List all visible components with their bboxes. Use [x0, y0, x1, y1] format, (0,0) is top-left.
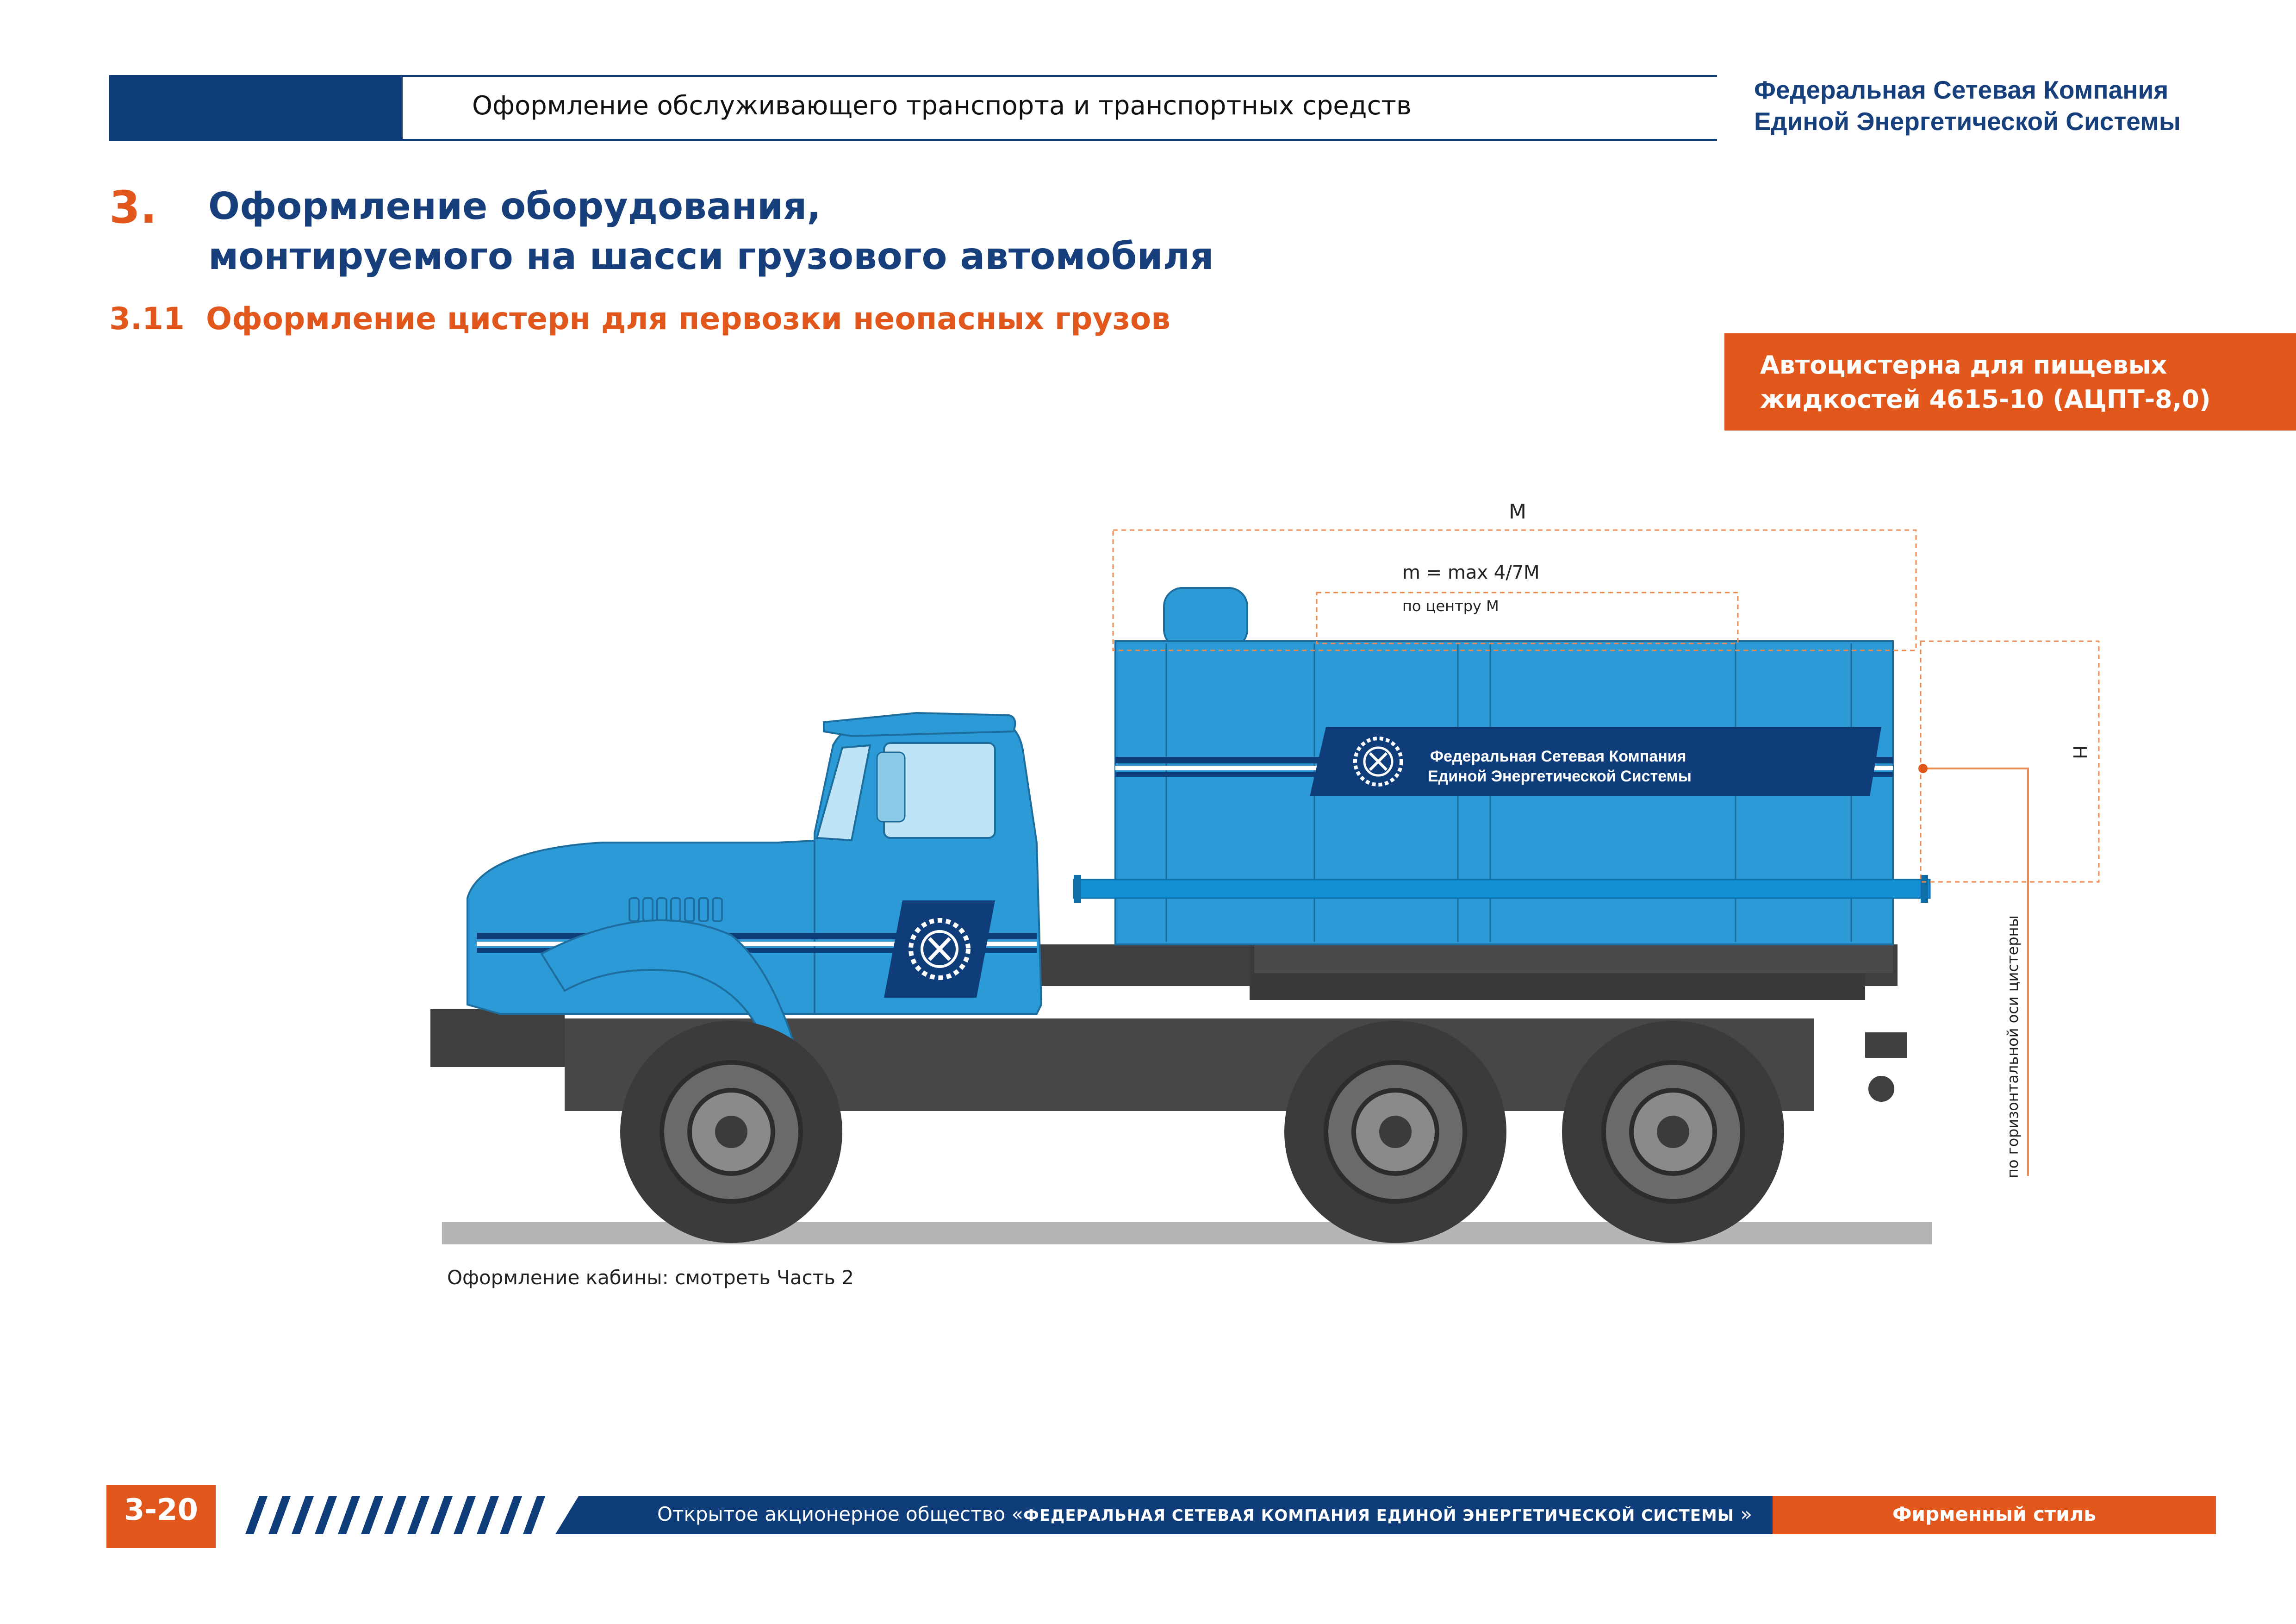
pipe-flange-right: [1921, 875, 1928, 903]
vehicle-tag-box: [1724, 333, 2296, 431]
dim-label-h: H: [2069, 745, 2090, 759]
tank-logo-text-1: Федеральная Сетевая Компания: [1430, 748, 1686, 765]
tank-platform: [1254, 944, 1893, 973]
vehicle-tag-line-2: жидкостей 4615-10 (АЦПТ-8,0): [1760, 385, 2211, 414]
pipe-flange-left: [1074, 875, 1081, 903]
subsection-number: 3.11: [109, 301, 185, 337]
brand-name: Федеральная Сетевая Компания Единой Энер…: [1754, 74, 2181, 137]
cab-stripe-navy-2: [477, 948, 1037, 953]
footer-company-name: ФЕДЕРАЛЬНАЯ СЕТЕВАЯ КОМПАНИЯ ЕДИНОЙ ЭНЕР…: [1023, 1506, 1734, 1525]
footer-style-label: Фирменный стиль: [1892, 1503, 2096, 1525]
header-section-title: Оформление обслуживающего транспорта и т…: [472, 91, 1412, 121]
cab-roof-visor: [823, 712, 1016, 737]
header-blue-block: [109, 75, 403, 141]
cab-logo: [884, 900, 995, 998]
page-number-box: [106, 1485, 216, 1548]
hood-grille-5: [684, 897, 695, 922]
cab-window-front: [815, 744, 871, 842]
tank-logo-text-2: Единой Энергетической Системы: [1428, 768, 1692, 785]
tank-side-pipe: [1073, 879, 1931, 899]
footer-hatch-stripes: [245, 1496, 545, 1534]
tow-hook: [1865, 1072, 1898, 1106]
vehicle-tag-text: Автоцистерна для пищевых жидкостей 4615-…: [1760, 348, 2211, 417]
footer-company-prefix: Открытое акционерное общество «: [657, 1503, 1024, 1525]
header-rule-top: [403, 75, 1717, 77]
front-bumper: [430, 1009, 565, 1067]
dim-box-h: [1920, 640, 2100, 883]
brand-line-2: Единой Энергетической Системы: [1754, 107, 2181, 136]
section-title-line-1: Оформление оборудования,: [208, 185, 821, 228]
header-rule-bottom: [109, 139, 1717, 141]
dim-box-m-centered: [1316, 592, 1739, 644]
footer-company-text: Открытое акционерное общество «ФЕДЕРАЛЬН…: [657, 1503, 1752, 1525]
section-title: Оформление оборудования, монтируемого на…: [208, 181, 1214, 281]
truck-drawing: Федеральная Сетевая Компания Единой Энер…: [430, 500, 2100, 1244]
dim-label-m-note: по центру M: [1402, 597, 1499, 615]
cab-mirror: [876, 751, 906, 823]
hood-grille-1: [628, 897, 640, 922]
footer-style-bar: [1773, 1496, 2216, 1534]
tank-logo-mark: [1353, 737, 1403, 787]
vehicle-tag-line-1: Автоцистерна для пищевых: [1760, 350, 2167, 380]
rear-wheel-2: [1562, 1021, 1784, 1243]
section-title-line-2: монтируемого на шасси грузового автомоби…: [208, 235, 1214, 278]
tank-logo-plate: [1310, 727, 1881, 796]
rear-wheel-1: [1284, 1021, 1506, 1243]
rear-lamp-bar: [1865, 1032, 1907, 1058]
section-number: 3.: [109, 181, 157, 233]
footer-company-suffix: »: [1734, 1503, 1753, 1525]
page-number: 3-20: [124, 1493, 199, 1527]
dim-label-axis-note: по горизонтальной оси цистерны: [2004, 915, 2022, 1178]
dim-label-m-formula: m = max 4/7M: [1402, 562, 1540, 583]
cabin-note: Оформление кабины: смотреть Часть 2: [447, 1266, 854, 1289]
cab-stripe-white: [477, 942, 1037, 946]
axis-leader-dot: [1918, 764, 1928, 773]
subsection-title: Оформление цистерн для первозки неопасны…: [206, 301, 1171, 337]
hood-grille-7: [712, 897, 723, 922]
footer-company-bar: [555, 1496, 1773, 1534]
hood-grille-6: [698, 897, 709, 922]
front-wheel: [620, 1021, 842, 1243]
tank-hatch: [1163, 587, 1248, 649]
dim-box-m-total: [1112, 529, 1917, 651]
brand-line-1: Федеральная Сетевая Компания: [1754, 75, 2169, 104]
dim-label-m: M: [1509, 500, 1526, 524]
axis-leader-line: [1923, 768, 2029, 1176]
